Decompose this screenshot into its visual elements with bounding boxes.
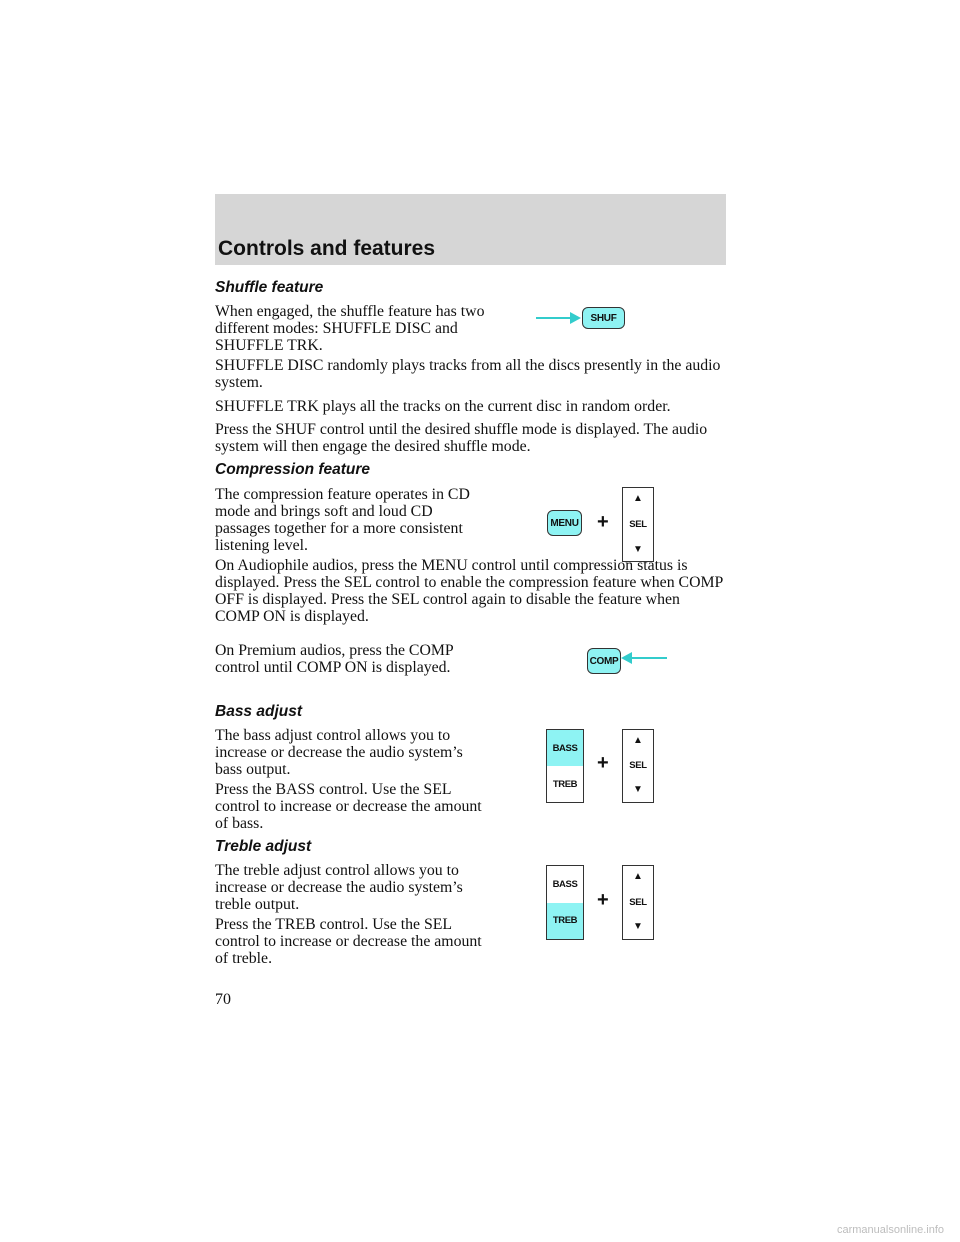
page-number: 70	[215, 991, 231, 1008]
shuffle-feature-heading: Shuffle feature	[215, 279, 324, 296]
compression-intro-text: The compression feature operates in CD m…	[215, 486, 470, 554]
down-arrow-icon: ▼	[633, 784, 643, 795]
compression-audiophile-text: On Audiophile audios, press the MENU con…	[215, 557, 723, 625]
plus-sign: +	[597, 752, 609, 774]
sel-control: ▲ SEL ▼	[622, 729, 654, 803]
shuffle-intro-text: When engaged, the shuffle feature has tw…	[215, 303, 485, 354]
comp-pointer-arrow	[631, 657, 667, 659]
shuffle-disc-text: SHUFFLE DISC randomly plays tracks from …	[215, 357, 721, 391]
treble-intro-text: The treble adjust control allows you to …	[215, 862, 463, 913]
sel-label: SEL	[629, 760, 647, 771]
menu-button: MENU	[547, 510, 582, 536]
bass-intro-text: The bass adjust control allows you to in…	[215, 727, 463, 778]
down-arrow-icon: ▼	[633, 921, 643, 932]
sel-label: SEL	[629, 519, 647, 530]
compression-premium-text: On Premium audios, press the COMP contro…	[215, 642, 454, 676]
comp-arrow-head-icon	[621, 652, 632, 664]
treble-adjust-heading: Treble adjust	[215, 838, 312, 855]
shuf-pointer-arrow	[536, 317, 572, 319]
page-section-title: Controls and features	[218, 237, 436, 260]
sel-label: SEL	[629, 897, 647, 908]
section-header-band: Controls and features	[215, 194, 726, 265]
bass-treb-control: BASS TREB	[546, 729, 584, 803]
treble-instructions-text: Press the TREB control. Use the SEL cont…	[215, 916, 482, 967]
up-arrow-icon: ▲	[633, 735, 643, 746]
bass-treb-control: BASS TREB	[546, 865, 584, 940]
sel-control: ▲ SEL ▼	[622, 865, 654, 940]
shuf-button: SHUF	[582, 307, 625, 329]
up-arrow-icon: ▲	[633, 493, 643, 504]
shuf-arrow-head-icon	[570, 312, 581, 324]
plus-sign: +	[597, 889, 609, 911]
comp-button: COMP	[587, 648, 621, 674]
bass-button-segment: BASS	[552, 878, 578, 890]
site-watermark: carmanualsonline.info	[836, 1224, 944, 1236]
shuffle-trk-text: SHUFFLE TRK plays all the tracks on the …	[215, 398, 671, 415]
sel-control: ▲ SEL ▼	[622, 487, 654, 562]
up-arrow-icon: ▲	[633, 871, 643, 882]
treb-button-segment: TREB	[552, 778, 578, 790]
shuffle-instructions-text: Press the SHUF control until the desired…	[215, 421, 708, 455]
bass-instructions-text: Press the BASS control. Use the SEL cont…	[215, 781, 482, 832]
bass-button-segment: BASS	[547, 730, 583, 766]
compression-feature-heading: Compression feature	[215, 461, 371, 478]
treb-button-segment: TREB	[547, 902, 583, 939]
down-arrow-icon: ▼	[633, 544, 643, 555]
bass-adjust-heading: Bass adjust	[215, 703, 303, 720]
plus-sign: +	[597, 511, 609, 533]
